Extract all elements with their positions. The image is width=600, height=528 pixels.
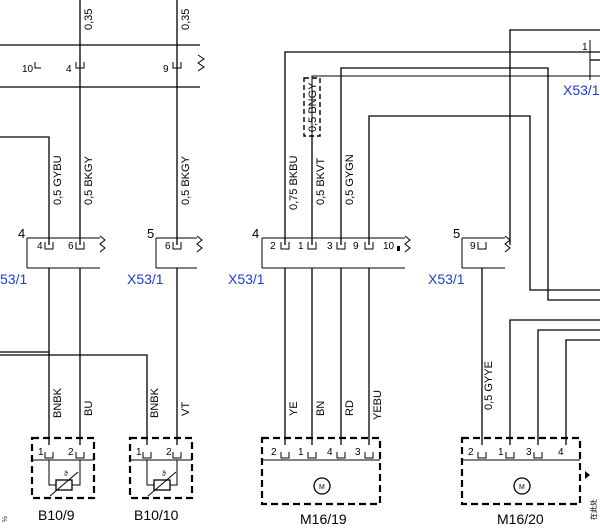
pin-label: 1 xyxy=(298,241,304,252)
wire-label: 0,5 GYGN xyxy=(344,154,356,205)
pin-label: 3 xyxy=(526,447,532,458)
wire-bkbu xyxy=(284,51,600,245)
color-code: YE xyxy=(288,401,300,416)
wire-label: 0,5 BKVT xyxy=(315,158,327,205)
color-code: YEBU xyxy=(372,390,384,420)
wire-label: 0,75 BKBU xyxy=(288,156,300,210)
motor-icon xyxy=(513,477,531,495)
wire-gygn xyxy=(340,67,600,301)
color-code: BNBK xyxy=(52,387,64,418)
pin-label: 9 xyxy=(353,241,359,252)
wire-label: 0,5 BKGY xyxy=(180,155,192,205)
pin-label: 4 xyxy=(66,64,72,75)
component-label: M16/19 xyxy=(300,511,347,527)
component-label: M16/20 xyxy=(497,511,544,527)
pin-label: 2 xyxy=(270,241,276,252)
color-code: VT xyxy=(180,402,192,416)
connector-ref: X53/1 xyxy=(127,271,164,287)
connector-number: 5 xyxy=(453,226,460,241)
pin-label: 1 xyxy=(38,447,44,458)
pin-label: 4 xyxy=(558,447,564,458)
connector-number: 4 xyxy=(18,226,25,241)
connector-number: 5 xyxy=(147,226,154,241)
pin-mark xyxy=(172,62,182,69)
pin-label: 2 xyxy=(468,447,474,458)
pin-label: 4 xyxy=(37,241,43,252)
edge-mark: 在此处 xyxy=(589,499,598,520)
motor-symbol: M xyxy=(319,484,325,491)
component-label: B10/10 xyxy=(134,507,179,523)
pin-label: 1 xyxy=(136,447,142,458)
edge-mark: ½ xyxy=(1,516,9,522)
component-b10-10 xyxy=(128,436,194,500)
top-wire-label: 0,35 xyxy=(83,9,95,30)
component-m16-20 xyxy=(460,436,590,506)
connector-ref: X53/1 xyxy=(428,271,465,287)
connector-number: 4 xyxy=(252,226,259,241)
connector-ref: X53/1 xyxy=(228,271,265,287)
top-wire-label: 0,35 xyxy=(180,9,192,30)
pin-label: 2 xyxy=(166,447,172,458)
pin-label: 4 xyxy=(327,447,333,458)
wire-yebu xyxy=(368,115,600,291)
connector-ref: X53/1 xyxy=(563,82,600,98)
thermistor-symbol: ϑ xyxy=(162,471,166,478)
pin-label: 1 xyxy=(582,42,588,53)
pin-label: 9 xyxy=(470,241,476,252)
component-label: B10/9 xyxy=(38,507,75,523)
pin-label: 6 xyxy=(68,241,74,252)
color-code: RD xyxy=(344,400,356,416)
x53-connector-row xyxy=(26,235,511,269)
wire-label: 0,5 BKGY xyxy=(83,155,95,205)
pin-label: 3 xyxy=(355,447,361,458)
wire-label: 0,5 GYYE xyxy=(483,361,495,410)
wire-label: 0,5 BNGY xyxy=(307,82,319,132)
component-m16-19 xyxy=(260,436,382,506)
top-band xyxy=(0,44,205,88)
pin-label: 10 xyxy=(22,64,34,75)
component-b10-9 xyxy=(30,436,96,500)
pin-label: 10 xyxy=(383,241,395,252)
wire-bngy-shield xyxy=(303,77,321,137)
pin-label: 2 xyxy=(68,447,74,458)
wire-bnbk-2 xyxy=(0,354,148,445)
motor-symbol: M xyxy=(519,484,525,491)
wire-label: 0,5 GYBU xyxy=(52,155,64,205)
color-code: BNBK xyxy=(149,387,161,418)
pin-label: 1 xyxy=(498,447,504,458)
color-code: BU xyxy=(83,401,95,416)
thermistor-symbol: ϑ xyxy=(64,471,68,478)
motor-icon xyxy=(313,477,331,495)
pin-label: 6 xyxy=(165,241,171,252)
pin-label: 3 xyxy=(327,241,333,252)
connector-ref: 53/1 xyxy=(0,271,27,287)
pin-label: 2 xyxy=(271,447,277,458)
pin-label: 9 xyxy=(163,64,169,75)
pin-mark xyxy=(34,62,41,69)
wire-gybu xyxy=(0,136,50,245)
pin-mark xyxy=(75,62,85,69)
wire-bngy xyxy=(311,75,600,135)
color-code: BN xyxy=(315,401,327,416)
pin-label: 1 xyxy=(298,447,304,458)
